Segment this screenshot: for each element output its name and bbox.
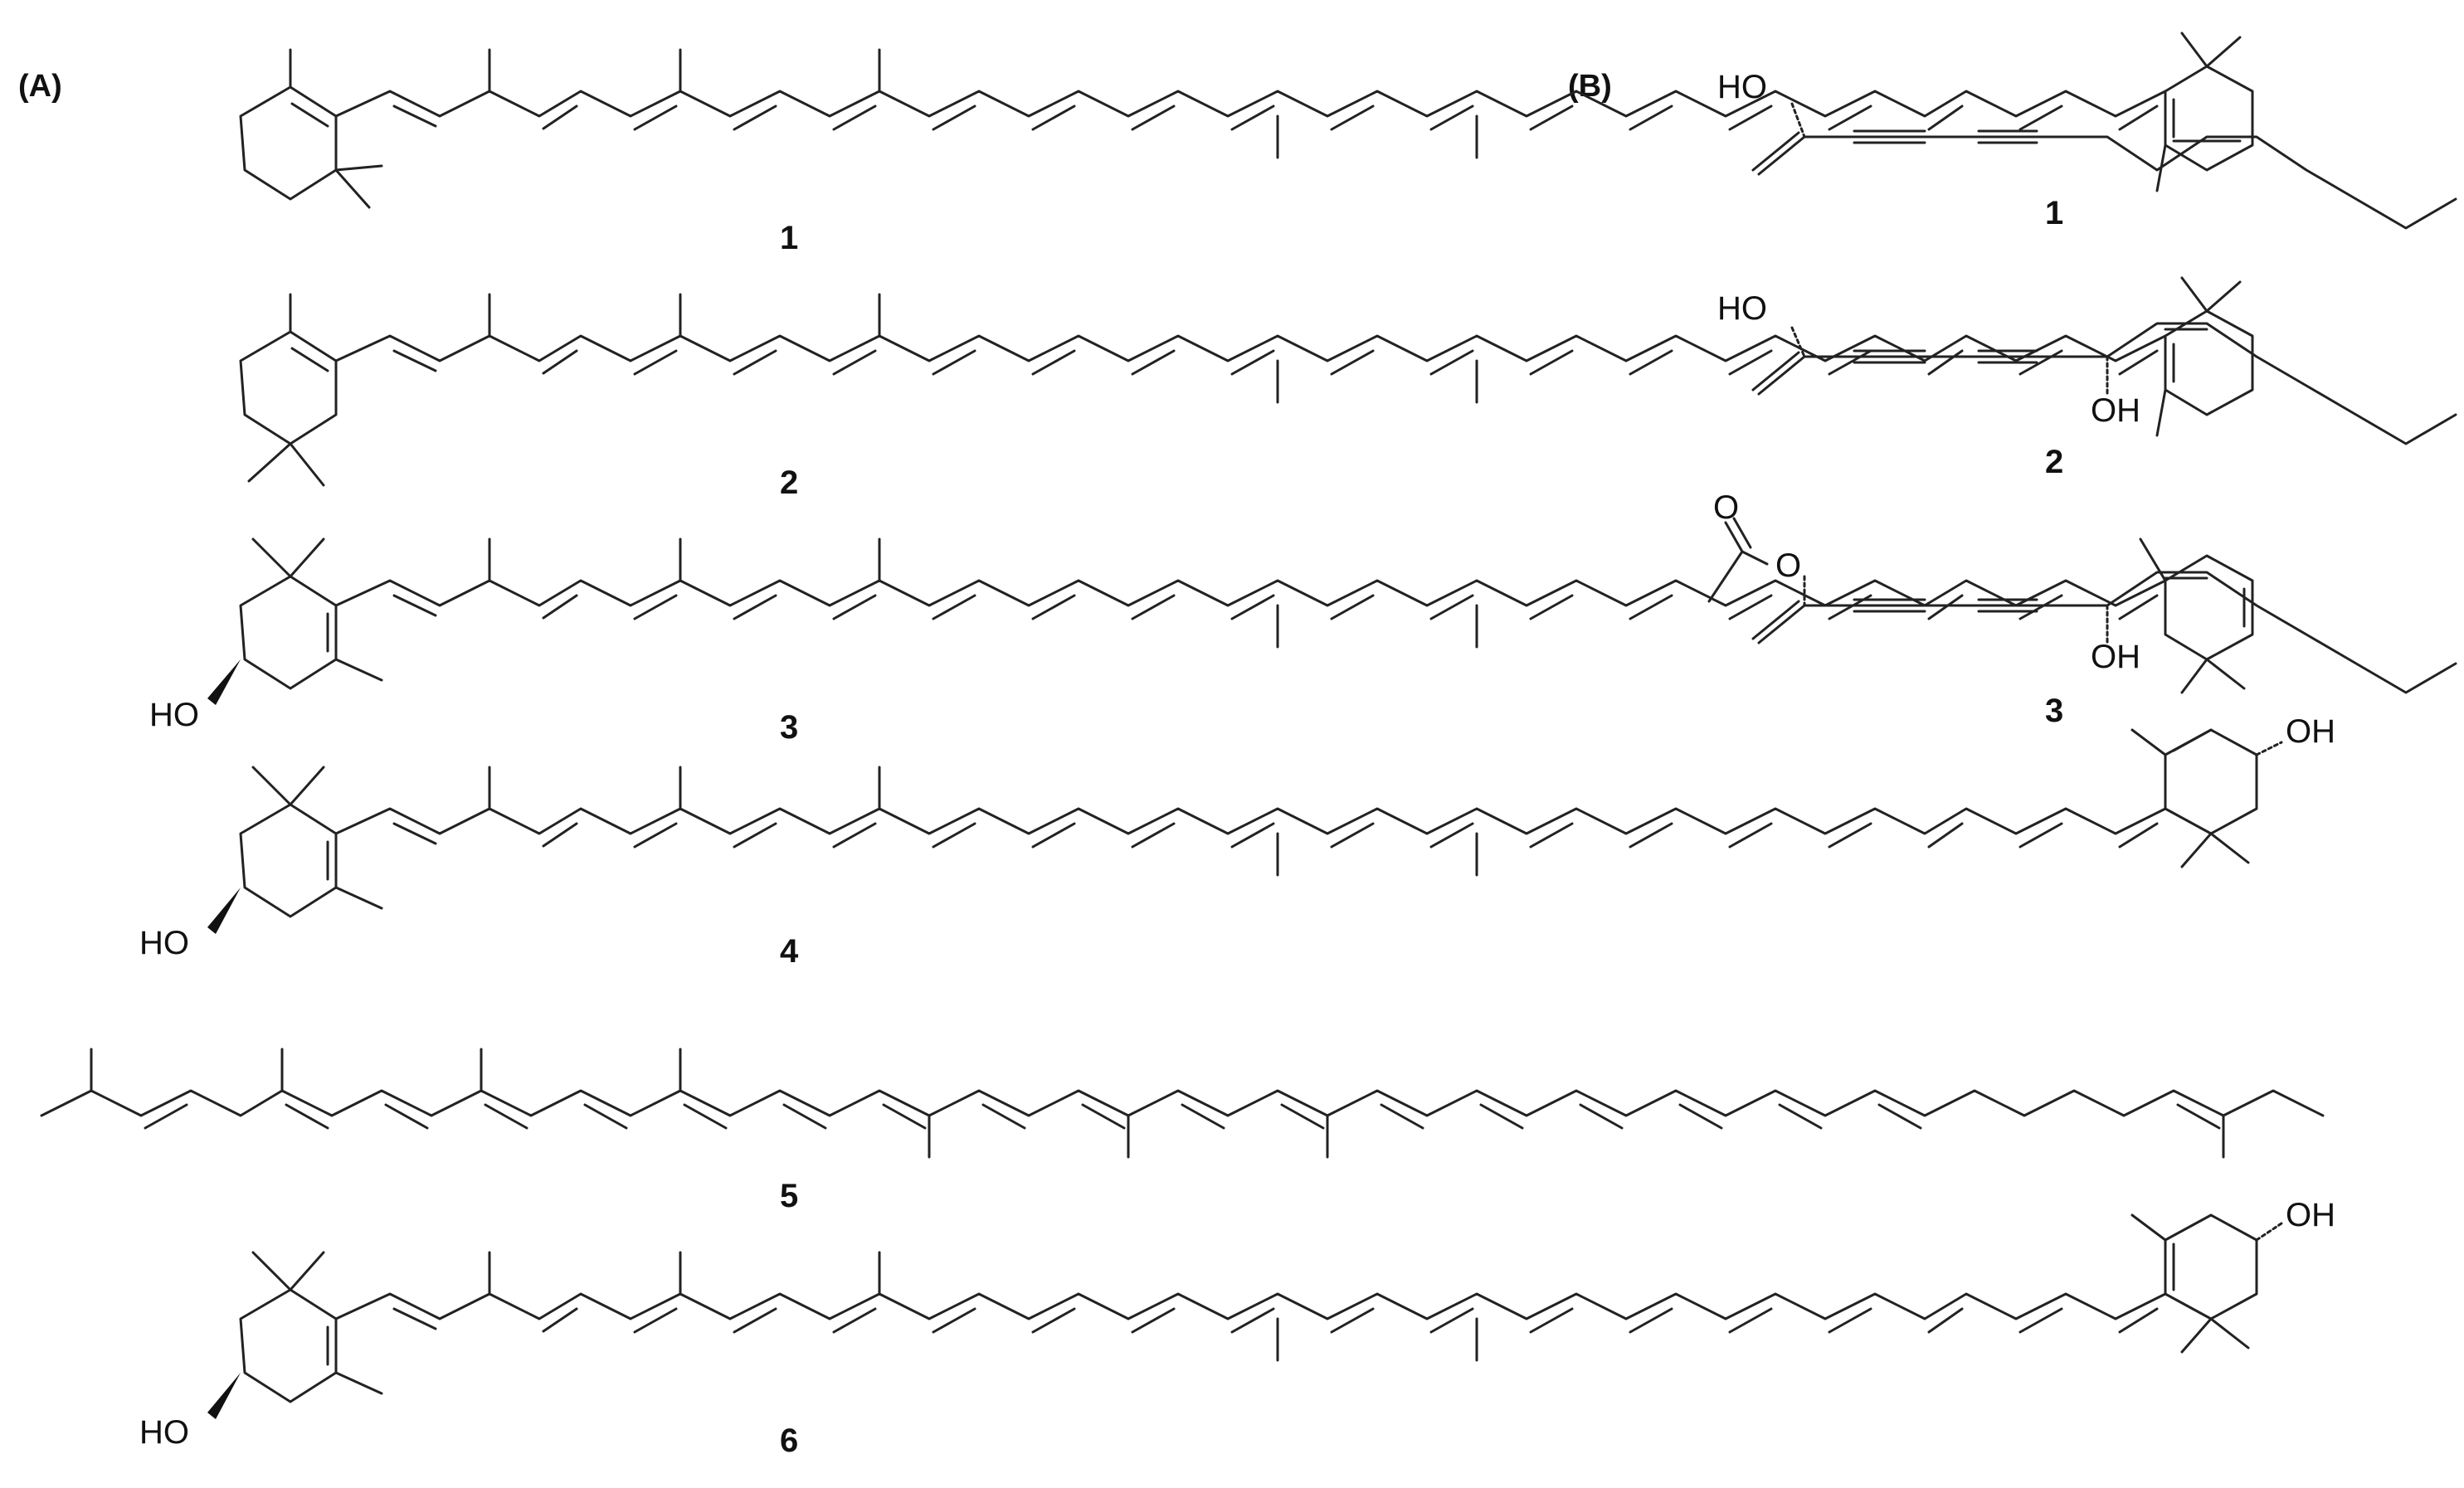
compound-a4 [207, 728, 2283, 934]
compound-b1-hydroxyl: HO [1717, 69, 1767, 105]
panel-a-label: (A) [18, 69, 62, 104]
compound-b3-hydroxyl: OH [2091, 639, 2140, 675]
compound-b1-number: 1 [2045, 195, 2063, 231]
compound-a5 [40, 1048, 2325, 1159]
compound-a5-number: 5 [780, 1178, 798, 1214]
compound-a2 [239, 276, 2254, 487]
compound-b1 [1751, 102, 2457, 230]
compound-a6-hydroxyl-left: HO [139, 1414, 189, 1451]
compound-b2-number: 2 [2045, 444, 2063, 480]
compound-a6 [207, 1213, 2283, 1419]
compound-b2-hydroxyl-left: HO [1717, 290, 1767, 327]
compound-a4-hydroxyl-right: OH [2286, 713, 2335, 750]
compound-b3-ester-oxygen: O [1775, 547, 1801, 584]
compound-b3 [1707, 517, 2457, 694]
compound-a1 [239, 32, 2254, 209]
compound-a4-number: 4 [780, 933, 799, 970]
compound-a3-number: 3 [780, 709, 798, 746]
compound-a4-hydroxyl-left: HO [139, 925, 189, 961]
compound-a2-number: 2 [780, 464, 798, 501]
compound-a3 [207, 537, 2254, 705]
compound-b3-number: 3 [2045, 693, 2063, 729]
compound-a6-hydroxyl-right: OH [2286, 1197, 2335, 1233]
compound-b2-hydroxyl-right: OH [2091, 392, 2140, 429]
compound-a3-hydroxyl: HO [149, 697, 199, 733]
compound-b3-carbonyl-oxygen: O [1713, 489, 1739, 526]
compound-a1-number: 1 [780, 220, 798, 256]
compound-a6-number: 6 [780, 1422, 798, 1459]
compound-b2 [1751, 322, 2457, 445]
